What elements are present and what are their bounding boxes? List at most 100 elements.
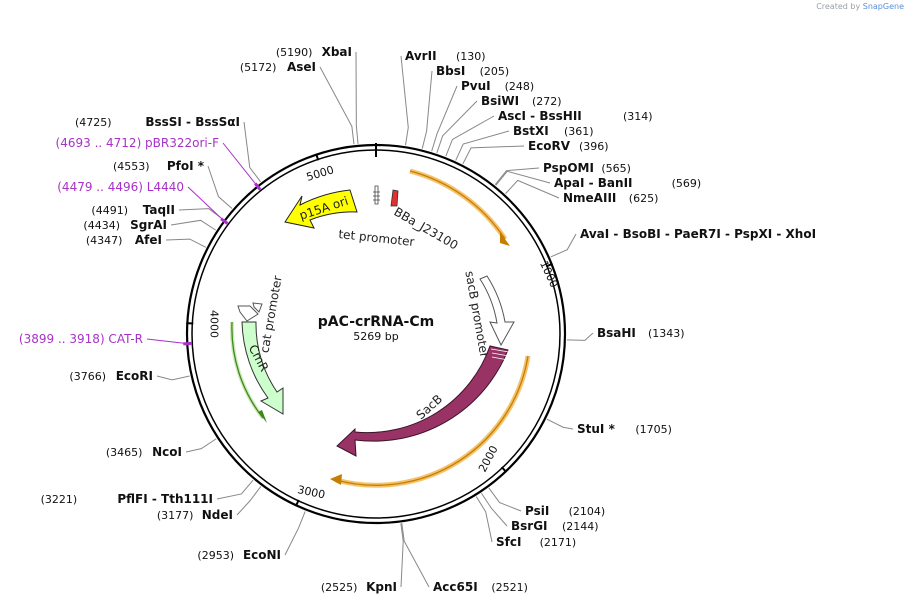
site-name: BbsI — [436, 64, 465, 78]
plasmid-name: pAC-crRNA-Cm — [318, 314, 434, 330]
site-name: BssSI - BssSαI — [145, 115, 240, 129]
site-position: (5190) — [276, 46, 313, 59]
site-position: (2953) — [197, 549, 234, 562]
tick-mark — [500, 466, 508, 473]
site-leader-line — [236, 486, 262, 516]
site-xbai: XbaI(5190) — [276, 45, 359, 144]
site-name: ApaI - BanII — [554, 176, 633, 190]
site-ecori: EcoRI(3766) — [69, 369, 190, 383]
site-pvui: PvuI(248) — [431, 79, 535, 152]
site-name: PsiI — [525, 504, 549, 518]
primer-marker — [254, 182, 262, 191]
site-position: (3465) — [106, 446, 143, 459]
orf-arc-top-line — [409, 170, 506, 240]
site-asci: AscI - BssHII (314) — [445, 109, 653, 157]
site-leader-line — [505, 179, 560, 199]
feature-cat-promoter — [237, 302, 263, 322]
site-leader-line — [481, 492, 508, 527]
site-name: AscI - BssHII — [498, 109, 582, 123]
site-leader-line — [566, 332, 594, 341]
primer-marker — [220, 217, 229, 225]
site-apai: ApaI - BanII(569) — [495, 170, 701, 190]
site-psii: PsiI(2104) — [488, 487, 605, 518]
site-ncoi: NcoI(3465) — [106, 438, 217, 459]
site-name: SgrAI — [130, 218, 167, 232]
site-bsiwi: BsiWI(272) — [436, 94, 562, 154]
site-name: PfoI * — [167, 159, 205, 173]
feature-tet-promoter-marker — [373, 185, 380, 205]
site-leader-line — [550, 233, 577, 258]
site-name: EcoNI — [243, 548, 281, 562]
feature-cmr — [241, 321, 284, 415]
site-position: (2525) — [321, 581, 358, 594]
site-name: NdeI — [202, 508, 233, 522]
site-name: Acc65I — [433, 580, 478, 594]
site-name: BsiWI — [481, 94, 519, 108]
site-position: (361) — [564, 125, 594, 138]
site-name: KpnI — [366, 580, 397, 594]
site-bstxi: BstXI (361) — [455, 124, 594, 161]
site-bsssi: BssSI - BssSαI (4725) — [75, 115, 262, 183]
feature-p15a-ori — [284, 189, 358, 229]
site-name: BsrGI — [511, 519, 548, 533]
site-position: (4491) — [91, 204, 128, 217]
site-position: (4434) — [83, 219, 120, 232]
site-name: BstXI — [513, 124, 549, 138]
primer-leader-line — [187, 186, 225, 222]
primer-label: (4479 .. 4496) L4440 — [57, 180, 184, 194]
site-position: (2171) — [540, 536, 577, 549]
primer-label: (4693 .. 4712) pBR322ori-F — [56, 136, 220, 150]
site-afei: AfeI (4347) — [86, 233, 207, 248]
site-leader-line — [495, 170, 551, 186]
plasmid-size: 5269 bp — [353, 330, 398, 343]
site-name: StuI * — [577, 422, 616, 436]
site-avrii: AvrII(130) — [400, 49, 486, 146]
site-leader-line — [170, 219, 216, 231]
site-pflfi: PflFI - Tth111I(3221) — [41, 479, 254, 506]
feature-sacb-promoter — [479, 275, 515, 347]
site-position: (314) — [623, 110, 653, 123]
site-name: NmeAIII — [563, 191, 616, 205]
site-sgrai: SgrAI (4434) — [83, 218, 216, 232]
site-name: TaqII — [143, 203, 175, 217]
feature-label-tet-promoter: tet promoter — [338, 227, 415, 249]
site-name: AfeI — [135, 233, 162, 247]
site-leader-line — [488, 487, 522, 512]
site-leader-line — [400, 55, 409, 146]
site-leader-line — [355, 51, 359, 144]
site-ndei: NdeI(3177) — [157, 486, 262, 522]
site-name: PflFI - Tth111I — [117, 492, 213, 506]
primer-pbr322ori-f: (4693 .. 4712) pBR322ori-F — [56, 136, 262, 191]
site-position: (625) — [629, 192, 659, 205]
site-name: AvrII — [405, 49, 437, 63]
site-stui: StuI * (1705) — [546, 418, 672, 436]
primer-leader-line — [222, 142, 259, 187]
site-leader-line — [243, 121, 262, 183]
site-leader-line — [475, 496, 493, 543]
site-position: (2144) — [562, 520, 599, 533]
site-leader-line — [455, 130, 510, 161]
site-name: EcoRV — [528, 139, 571, 153]
site-leader-line — [400, 523, 404, 588]
site-position: (4553) — [113, 160, 150, 173]
site-position: (1705) — [635, 423, 672, 436]
tick-mark — [315, 153, 320, 161]
site-ecorv: EcoRV(396) — [462, 139, 609, 165]
feature-sacb — [336, 345, 509, 457]
credit-prefix: Created by — [816, 2, 861, 11]
credit-brand: SnapGene — [862, 2, 904, 11]
site-avai: AvaI - BsoBI - PaeR7I - PspXI - XhoI(969… — [550, 227, 816, 258]
site-pfoi: PfoI * (4553) — [113, 159, 233, 209]
site-leader-line — [436, 100, 478, 154]
site-leader-line — [445, 115, 495, 157]
site-pspomi: PspOMI(565) — [494, 161, 631, 186]
site-position: (4347) — [86, 234, 123, 247]
site-leader-line — [494, 167, 540, 186]
site-position: (205) — [480, 65, 510, 78]
site-leader-line — [319, 66, 355, 145]
site-position: (4725) — [75, 116, 112, 129]
primer-l4440: (4479 .. 4496) L4440 — [57, 180, 229, 225]
site-name: AvaI - BsoBI - PaeR7I - PspXI - XhoI — [580, 227, 816, 241]
site-position: (248) — [505, 80, 535, 93]
